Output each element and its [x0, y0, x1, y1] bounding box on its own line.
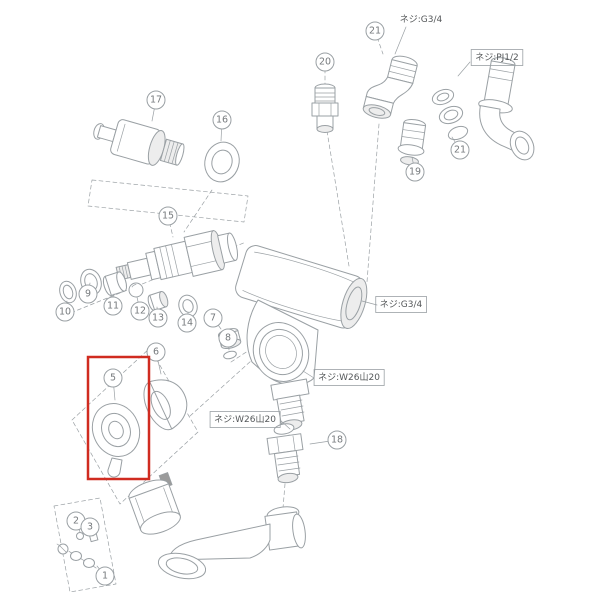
callout-number: 11: [107, 301, 119, 312]
thread-label-box: [375, 296, 427, 313]
callout-number: 15: [162, 211, 174, 222]
thread-label-box: [470, 49, 524, 66]
callout-number: 2: [73, 516, 79, 527]
callout-number: 13: [152, 313, 164, 324]
callout-7: 7: [203, 308, 223, 330]
thread-label: ネジ:W26山20: [302, 369, 385, 386]
part-12-art: [128, 282, 144, 298]
callout-5: 5: [103, 368, 123, 401]
callout-number: 8: [225, 333, 231, 344]
thread-label-text: ネジ:G3/4: [380, 299, 423, 310]
callout-number: 10: [59, 307, 71, 318]
thread-label: ネジ:PJ1/2: [457, 49, 524, 77]
part-18-art: [266, 423, 304, 484]
callout-8: 8: [218, 328, 238, 351]
thread-label-box: [209, 411, 281, 428]
callout-number: 9: [85, 289, 91, 300]
callout-2: 2: [66, 511, 86, 533]
thread-label-text: ネジ:PJ1/2: [475, 52, 519, 63]
callouts-layer: 17 16 20 21 19 21 15 9 10 11 12 13 14 78 6 5 18 23 1: [55, 21, 470, 586]
part-15-art: [115, 230, 238, 281]
part-21-packing-art: [431, 88, 469, 141]
callout-number: 7: [210, 313, 216, 324]
handle-art: [128, 472, 181, 535]
callout-number: 21: [454, 145, 466, 156]
callout-11: 11: [103, 293, 123, 316]
thread-label-text: ネジ:W26山20: [318, 372, 380, 383]
part-21-union-art: [362, 55, 418, 119]
callout-20: 20: [315, 52, 335, 85]
callout-17: 17: [146, 90, 166, 122]
highlight-box: [86, 355, 151, 481]
callout-number: 6: [153, 347, 159, 358]
callout-number: 18: [331, 435, 343, 446]
part-11-art: [102, 271, 128, 296]
part-13-art: [147, 290, 169, 312]
highlight-layer: [86, 355, 151, 481]
part-19-art: [397, 118, 427, 166]
callout-1: 1: [95, 565, 115, 586]
part-10-art: [59, 280, 77, 304]
callout-number: 19: [409, 167, 421, 178]
part-6-art: [143, 379, 188, 431]
wall-union-art: [478, 57, 535, 161]
callout-21: 21: [450, 136, 470, 160]
callout-16: 16: [212, 110, 232, 142]
callout-number: 21: [369, 26, 381, 37]
callout-number: 12: [134, 306, 146, 317]
part-14-art: [178, 294, 198, 318]
part-20-art: [311, 83, 339, 133]
callout-10: 10: [55, 300, 75, 322]
callout-15: 15: [158, 206, 178, 238]
part-5-art: [91, 403, 141, 478]
thread-label-text: ネジ:W26山20: [214, 414, 276, 425]
callout-19: 19: [405, 156, 425, 182]
callout-21: 21: [365, 21, 385, 55]
thread-label: ネジ:W26山20: [209, 411, 291, 430]
callout-number: 14: [181, 318, 193, 329]
callout-13: 13: [148, 306, 168, 328]
callout-9: 9: [78, 282, 98, 304]
callout-18: 18: [309, 430, 347, 450]
thread-label-text: ネジ:G3/4: [400, 14, 443, 25]
callout-12: 12: [130, 296, 150, 321]
part-17-art: [93, 119, 185, 166]
callout-6: 6: [146, 342, 166, 375]
thread-labels-layer: ネジ:G3/4 ネジ:PJ1/2 ネジ:G3/4 ネジ:W26山20 ネジ:W26山20: [209, 14, 524, 430]
callout-number: 1: [102, 571, 108, 582]
body-art: [235, 245, 368, 431]
callout-3: 3: [80, 517, 100, 537]
thread-label: ネジ:G3/4: [394, 14, 443, 55]
thread-label-box: [313, 369, 385, 386]
part-16-art: [204, 141, 240, 183]
callout-number: 16: [216, 115, 228, 126]
callout-number: 5: [110, 373, 116, 384]
callout-number: 17: [150, 95, 162, 106]
spout-art: [157, 506, 306, 580]
small-parts-art: [57, 532, 99, 568]
thread-label: ネジ:G3/4: [361, 296, 427, 313]
callout-number: 3: [87, 522, 93, 533]
callout-14: 14: [177, 312, 197, 333]
part-8-art: [223, 350, 237, 360]
callout-number: 20: [319, 57, 331, 68]
